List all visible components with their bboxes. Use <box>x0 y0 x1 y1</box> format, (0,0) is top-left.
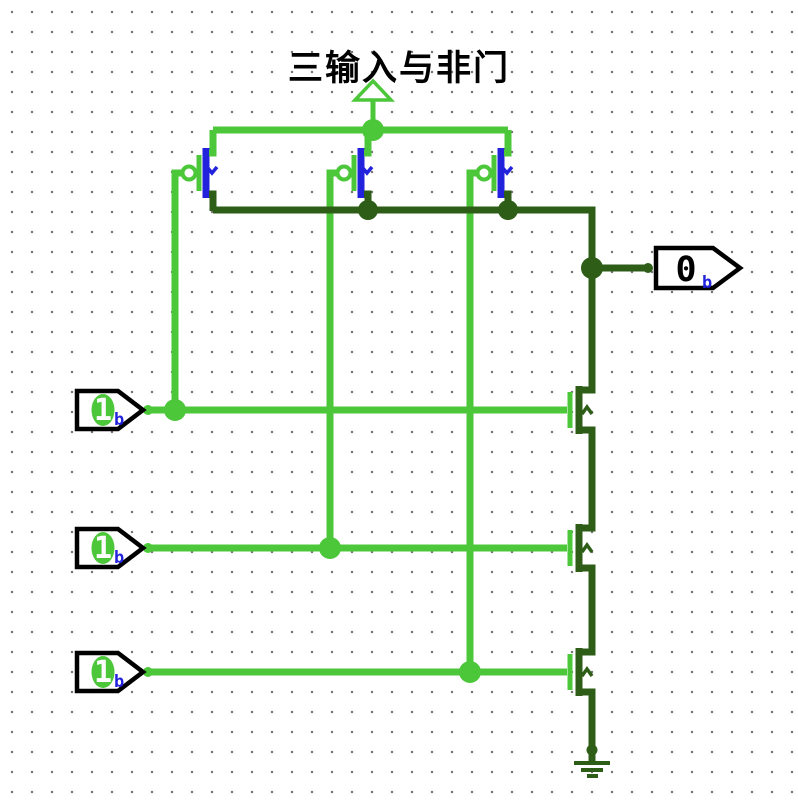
source-lead <box>504 130 512 157</box>
input-value[interactable]: 1 <box>94 655 112 690</box>
nmos-arrow-icon <box>580 403 594 416</box>
pmos-transistor-1 <box>180 130 219 211</box>
junction-dot <box>319 537 341 559</box>
input-format: b <box>114 672 124 692</box>
wire-endcap <box>643 263 653 273</box>
wire-output-rail <box>213 206 596 394</box>
input-pin-2[interactable]: 1 b <box>74 526 147 570</box>
nmos-transistor-1 <box>567 386 594 434</box>
nmos-arrow-icon <box>580 665 594 678</box>
ground-icon <box>574 744 610 778</box>
input-pin-1[interactable]: 1 b <box>74 388 147 432</box>
output-pin: 0 b <box>653 245 744 293</box>
wire-endcap <box>143 405 153 415</box>
gate-bubble-icon <box>180 164 198 182</box>
pmos-arrow-icon <box>360 165 374 176</box>
pmos-transistor-3 <box>475 130 514 211</box>
junction-dot <box>459 661 481 683</box>
input-value-badge[interactable] <box>91 532 115 564</box>
input-value[interactable]: 1 <box>94 393 112 428</box>
source-lead <box>209 130 217 157</box>
input-format: b <box>114 410 124 430</box>
junction-dot <box>358 200 378 220</box>
circuit-title: 三输入与非门 <box>287 49 510 89</box>
nmos-transistor-3 <box>567 648 594 696</box>
wire-nmos2-nmos3 <box>581 564 596 656</box>
pmos-arrow-icon <box>500 165 514 176</box>
pin-shape <box>653 245 744 291</box>
gate-bubble-icon <box>335 164 353 182</box>
pmos-transistor-2 <box>335 130 374 211</box>
input-value-badge[interactable] <box>91 394 115 426</box>
input-value-badge[interactable] <box>91 656 115 688</box>
junction-dot <box>498 200 518 220</box>
wire-nmos3-ground <box>581 688 596 761</box>
wire-gate-riser-1 <box>171 169 183 410</box>
wire-gate-riser-3 <box>466 169 478 672</box>
drain-lead <box>209 190 217 211</box>
pmos-arrow-icon <box>205 165 219 176</box>
vdd-triangle <box>350 78 396 102</box>
source-lead <box>364 130 372 157</box>
input-pin-3[interactable]: 1 b <box>74 650 147 694</box>
input-value[interactable]: 1 <box>94 531 112 566</box>
wire-gate-riser-2 <box>326 169 338 548</box>
wire-nmos1-nmos2 <box>581 426 596 532</box>
nmos-arrow-icon <box>580 541 594 554</box>
output-value: 0 <box>675 250 696 290</box>
output-format: b <box>702 273 712 293</box>
junction-dot <box>164 399 186 421</box>
input-format: b <box>114 548 124 568</box>
wire-endcap <box>143 667 153 677</box>
wire-endcap <box>586 744 598 756</box>
gate-bubble-icon <box>475 164 493 182</box>
wire-endcap <box>143 543 153 553</box>
nmos-transistor-2 <box>567 524 594 572</box>
